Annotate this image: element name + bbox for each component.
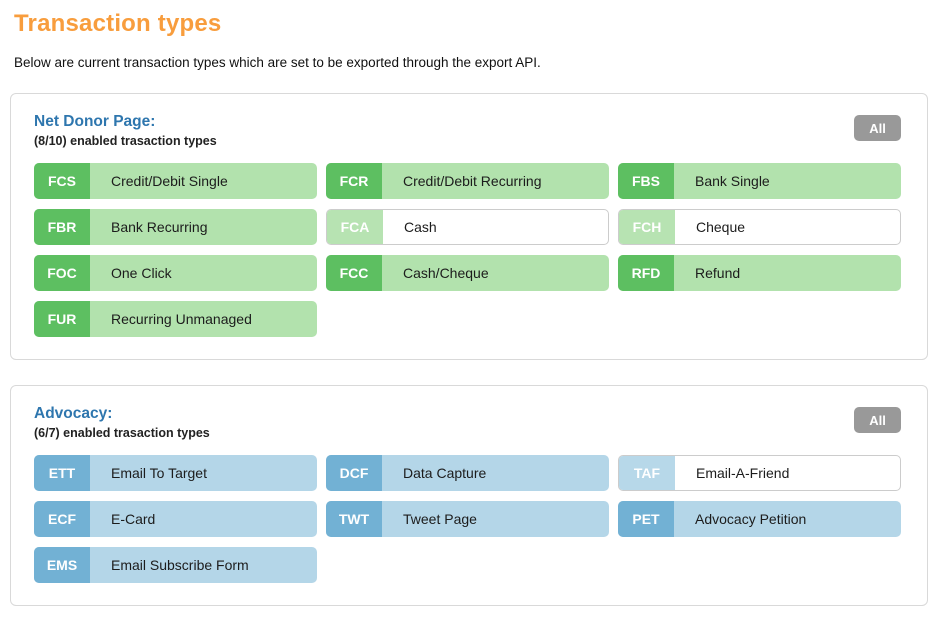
tile-fbs[interactable]: FBS Bank Single	[618, 163, 901, 199]
code-badge: FBS	[618, 163, 674, 199]
tile-dcf[interactable]: DCF Data Capture	[326, 455, 609, 491]
type-label: Tweet Page	[403, 511, 477, 527]
type-label: Cash/Cheque	[403, 265, 489, 281]
code-badge: PET	[618, 501, 674, 537]
tile-fcc[interactable]: FCC Cash/Cheque	[326, 255, 609, 291]
type-label: Credit/Debit Single	[111, 173, 228, 189]
tile-ett[interactable]: ETT Email To Target	[34, 455, 317, 491]
section-enabled-count: (6/7) enabled trasaction types	[34, 426, 210, 440]
tile-ems[interactable]: EMS Email Subscribe Form	[34, 547, 317, 583]
panel-header-text: Net Donor Page: (8/10) enabled trasactio…	[34, 113, 217, 148]
page-subtitle: Below are current transaction types whic…	[14, 55, 541, 70]
code-badge: DCF	[326, 455, 382, 491]
tile-ecf[interactable]: ECF E-Card	[34, 501, 317, 537]
code-badge: FCH	[619, 210, 675, 244]
code-badge: FCA	[327, 210, 383, 244]
type-label: E-Card	[111, 511, 156, 527]
type-label: Email Subscribe Form	[111, 557, 249, 573]
code-badge: RFD	[618, 255, 674, 291]
type-label: Credit/Debit Recurring	[403, 173, 542, 189]
panel-header: Net Donor Page: (8/10) enabled trasactio…	[34, 113, 901, 148]
tile-fur[interactable]: FUR Recurring Unmanaged	[34, 301, 317, 337]
code-badge: FCR	[326, 163, 382, 199]
type-label: Cash	[404, 219, 437, 235]
section-enabled-count: (8/10) enabled trasaction types	[34, 134, 217, 148]
code-badge: FCC	[326, 255, 382, 291]
tile-fcr[interactable]: FCR Credit/Debit Recurring	[326, 163, 609, 199]
type-label: Email-A-Friend	[696, 465, 790, 481]
tile-fcs[interactable]: FCS Credit/Debit Single	[34, 163, 317, 199]
type-label: Bank Recurring	[111, 219, 208, 235]
transaction-type-grid: FCS Credit/Debit Single FCR Credit/Debit…	[34, 163, 901, 337]
type-label: Bank Single	[695, 173, 770, 189]
select-all-button[interactable]: All	[854, 407, 901, 433]
tile-pet[interactable]: PET Advocacy Petition	[618, 501, 901, 537]
type-label: Data Capture	[403, 465, 487, 481]
tile-fbr[interactable]: FBR Bank Recurring	[34, 209, 317, 245]
code-badge: TWT	[326, 501, 382, 537]
type-label: Email To Target	[111, 465, 207, 481]
tile-fch[interactable]: FCH Cheque	[618, 209, 901, 245]
code-badge: FOC	[34, 255, 90, 291]
tile-twt[interactable]: TWT Tweet Page	[326, 501, 609, 537]
tile-fca[interactable]: FCA Cash	[326, 209, 609, 245]
code-badge: ECF	[34, 501, 90, 537]
panel-net-donor-page: Net Donor Page: (8/10) enabled trasactio…	[10, 93, 928, 360]
code-badge: FUR	[34, 301, 90, 337]
section-title-net-donor-page: Net Donor Page:	[34, 113, 156, 130]
select-all-button[interactable]: All	[854, 115, 901, 141]
tile-rfd[interactable]: RFD Refund	[618, 255, 901, 291]
panel-header: Advocacy: (6/7) enabled trasaction types…	[34, 405, 901, 440]
page-title: Transaction types	[14, 10, 222, 37]
tile-foc[interactable]: FOC One Click	[34, 255, 317, 291]
type-label: One Click	[111, 265, 172, 281]
code-badge: ETT	[34, 455, 90, 491]
section-title-advocacy: Advocacy:	[34, 405, 113, 422]
type-label: Refund	[695, 265, 741, 281]
panel-header-text: Advocacy: (6/7) enabled trasaction types	[34, 405, 210, 440]
code-badge: EMS	[34, 547, 90, 583]
code-badge: FBR	[34, 209, 90, 245]
tile-taf[interactable]: TAF Email-A-Friend	[618, 455, 901, 491]
code-badge: FCS	[34, 163, 90, 199]
type-label: Cheque	[696, 219, 746, 235]
transaction-type-grid: ETT Email To Target DCF Data Capture TAF…	[34, 455, 901, 583]
code-badge: TAF	[619, 456, 675, 490]
type-label: Advocacy Petition	[695, 511, 807, 527]
type-label: Recurring Unmanaged	[111, 311, 252, 327]
panel-advocacy: Advocacy: (6/7) enabled trasaction types…	[10, 385, 928, 606]
